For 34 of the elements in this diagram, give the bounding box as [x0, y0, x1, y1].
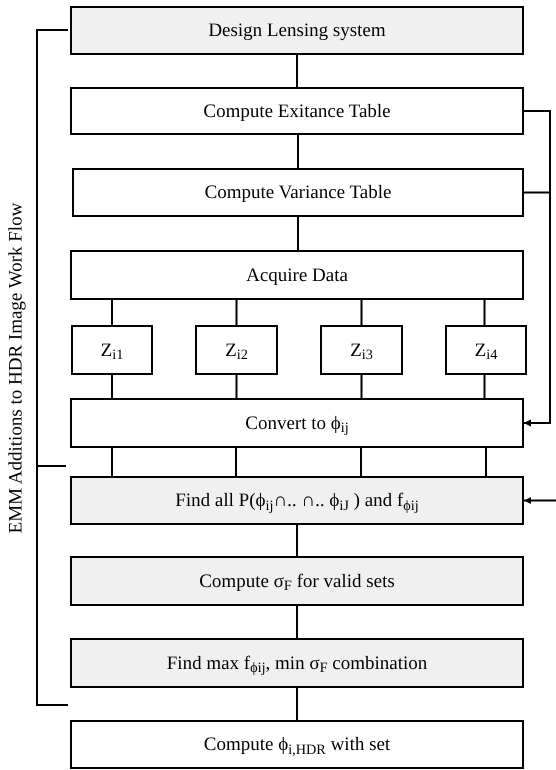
process-box: Z$_{i3}$ [320, 325, 403, 375]
connector-line [236, 375, 238, 398]
connector-line [296, 606, 298, 638]
process-box: Z$_{i4}$ [445, 325, 527, 375]
process-box: Compute Exitance Table [70, 87, 524, 135]
arrow [524, 497, 556, 504]
connector-line [360, 375, 362, 398]
connector-line [296, 688, 298, 720]
connector-line [297, 135, 299, 168]
process-box: Convert to ϕ$_{ij}$ [70, 398, 524, 448]
connector-line [360, 300, 362, 325]
process-box: Compute σ$_{F}$ for valid sets [70, 556, 524, 606]
connector-line [485, 448, 487, 476]
process-box: Find max f$_{ϕij}$, min σ$_{F}$ combination [70, 638, 524, 688]
connector-line [484, 300, 486, 325]
process-box: Z$_{i2}$ [195, 325, 278, 375]
process-box: Design Lensing system [70, 6, 524, 55]
connector-line [296, 525, 298, 556]
process-box: Find all P(ϕ$_{ij}$∩.. ∩.. ϕ$_{iJ}$ ) and f$_{ϕij}$ [70, 476, 524, 525]
process-box: Compute ϕ$_{i,HDR}$ with set [70, 720, 524, 769]
process-box: Acquire Data [70, 250, 524, 300]
arrow [524, 192, 551, 426]
connector-line [296, 55, 298, 87]
process-box: Z$_{i1}$ [71, 325, 153, 375]
connector-line [236, 300, 238, 325]
bracket-label: EMM Additions to HDR Image Work Flow [6, 202, 26, 534]
connector-line [235, 448, 237, 476]
connector-line [111, 375, 113, 398]
connector-line [484, 375, 486, 398]
connector-line [297, 217, 299, 250]
connector-line [111, 448, 113, 476]
connector-line [111, 300, 113, 325]
connector-line [360, 448, 362, 476]
process-box: Compute Variance Table [72, 168, 524, 217]
